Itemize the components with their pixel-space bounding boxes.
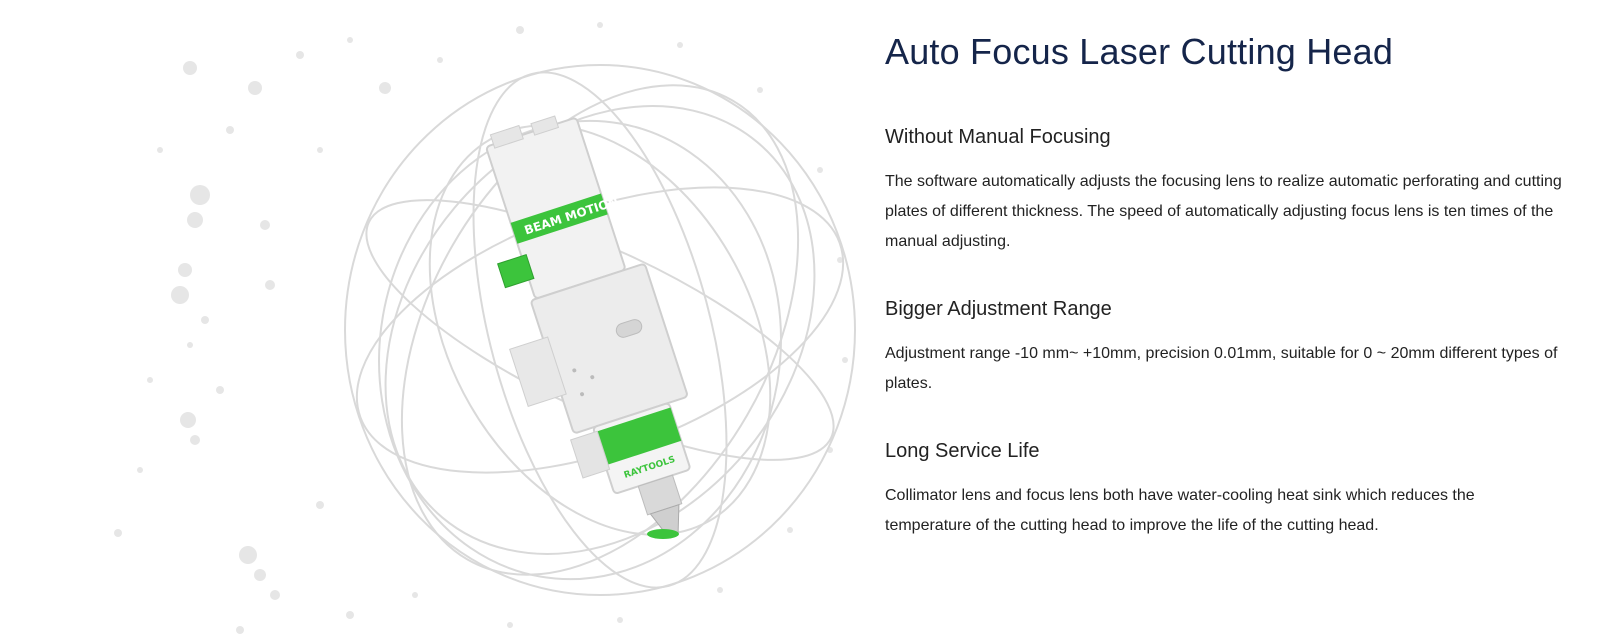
laser-spot (647, 529, 679, 539)
feature-heading: Long Service Life (885, 440, 1040, 463)
feature-section: Bigger Adjustment Range Adjustment range… (885, 297, 1565, 399)
feature-heading: Without Manual Focusing (885, 126, 1111, 149)
feature-section: Long Service Life Collimator lens and fo… (885, 439, 1565, 541)
laser-cutting-head-illustration: BEAM MOTION RAYTOOLS (114, 22, 856, 634)
cutting-head: BEAM MOTION RAYTOOLS (485, 115, 691, 539)
feature-description: The software automatically adjusts the f… (885, 173, 1562, 251)
page-title: Auto Focus Laser Cutting Head (885, 31, 1394, 72)
feature-description: Collimator lens and focus lens both have… (885, 487, 1475, 535)
background-dots (114, 22, 848, 634)
product-description: Auto Focus Laser Cutting Head Without Ma… (885, 30, 1565, 581)
feature-description: Adjustment range -10 mm~ +10mm, precisio… (885, 345, 1558, 393)
feature-section: Without Manual Focusing The software aut… (885, 125, 1565, 257)
feature-heading: Bigger Adjustment Range (885, 298, 1112, 321)
